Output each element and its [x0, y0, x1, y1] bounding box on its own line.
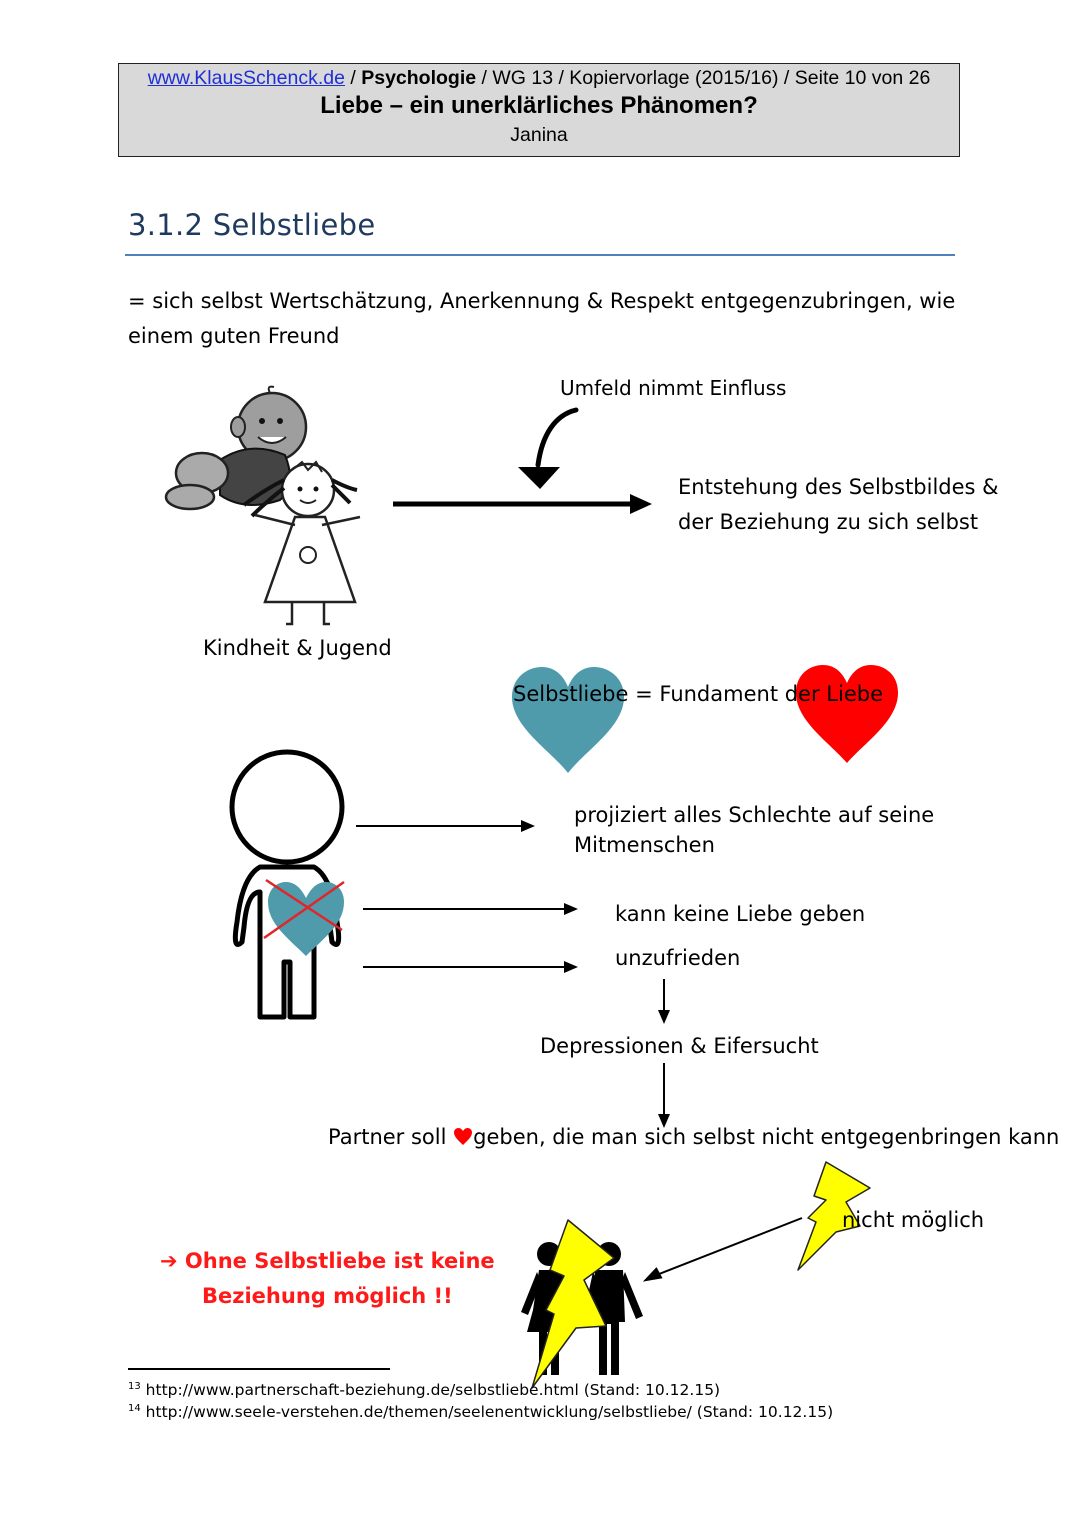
section-underline	[125, 254, 955, 256]
footnote-14-text[interactable]: http://www.seele-verstehen.de/themen/see…	[140, 1403, 834, 1422]
partner-text-before: Partner soll	[328, 1125, 454, 1149]
consequence-text: Depressionen & Eifersucht	[540, 1034, 819, 1058]
conclusion-line-2: Beziehung möglich !!	[202, 1284, 453, 1308]
arrow-to-couple	[642, 1217, 803, 1282]
self-image-line-2: der Beziehung zu sich selbst	[678, 510, 979, 534]
arrow-unhappy	[363, 961, 578, 973]
footnote-13-number: 13	[128, 1381, 141, 1392]
lightning-couple-icon	[531, 1219, 615, 1389]
childhood-label: Kindheit & Jugend	[203, 636, 392, 660]
footnote-14[interactable]: 14 http://www.seele-verstehen.de/themen/…	[128, 1403, 833, 1421]
self-image-line-1: Entstehung des Selbstbildes &	[678, 475, 999, 499]
heart-love-icon	[796, 665, 898, 763]
header-meta-line: www.KlausSchenck.de / Psychologie / WG 1…	[119, 67, 959, 90]
header-subject: Psychologie	[361, 67, 477, 89]
children-illustration	[164, 385, 361, 626]
partner-text-after: geben, die man sich selbst nicht entgege…	[473, 1125, 1060, 1149]
footnote-divider	[128, 1368, 390, 1370]
main-arrow	[393, 494, 652, 514]
arrow-down-1	[658, 979, 670, 1024]
foundation-part-2: = Fundament de	[628, 682, 811, 706]
document-header: www.KlausSchenck.de / Psychologie / WG 1…	[118, 63, 960, 157]
arrow-projects	[356, 820, 535, 832]
foundation-part-1: Selbstliebe	[513, 682, 629, 706]
site-link[interactable]: www.KlausSchenck.de	[147, 67, 345, 89]
header-separator: /	[344, 67, 362, 89]
not-possible-text: nicht möglich	[842, 1208, 985, 1232]
projects-text: projiziert alles Schlechte auf seine Mit…	[574, 800, 934, 860]
partner-text: Partner soll geben, die man sich selbst …	[328, 1125, 1059, 1149]
lightning-right-icon	[797, 1161, 871, 1271]
self-image-text: Entstehung des Selbstbildes & der Bezieh…	[678, 470, 999, 540]
header-title: Liebe – ein unerklärliches Phänomen?	[320, 92, 758, 119]
arrow-no-love	[363, 903, 578, 915]
definition-text: = sich selbst Wertschätzung, Anerkennung…	[128, 289, 956, 348]
conclusion-line-1: ➔ Ohne Selbstliebe ist keine	[160, 1249, 495, 1273]
small-heart-icon	[454, 1128, 473, 1145]
conclusion-note: ➔ Ohne Selbstliebe ist keine Beziehung m…	[160, 1244, 495, 1314]
influence-arrow	[518, 407, 579, 489]
header-meta-rest: / WG 13 / Kopiervorlage (2015/16) / Seit…	[476, 67, 931, 89]
no-love-text: kann keine Liebe geben	[615, 902, 866, 926]
header-author: Janina	[510, 124, 568, 146]
footnote-14-number: 14	[128, 1403, 141, 1414]
projects-line-2: Mitmenschen	[574, 833, 715, 857]
influence-label: Umfeld nimmt Einfluss	[560, 376, 787, 400]
footnote-13[interactable]: 13 http://www.partnerschaft-beziehung.de…	[128, 1381, 720, 1399]
section-title: 3.1.2 Selbstliebe	[128, 208, 376, 242]
foundation-part-3: r Liebe	[810, 682, 883, 706]
heart-self-love-icon	[512, 667, 624, 773]
projects-line-1: projiziert alles Schlechte auf seine	[574, 803, 935, 827]
arrow-down-2	[658, 1063, 670, 1128]
person-crossed-heart-illustration	[229, 749, 345, 1020]
foundation-statement: Selbstliebe = Fundament der Liebe	[513, 682, 883, 706]
footnote-13-text[interactable]: http://www.partnerschaft-beziehung.de/se…	[140, 1381, 721, 1400]
unhappy-text: unzufrieden	[615, 946, 741, 970]
